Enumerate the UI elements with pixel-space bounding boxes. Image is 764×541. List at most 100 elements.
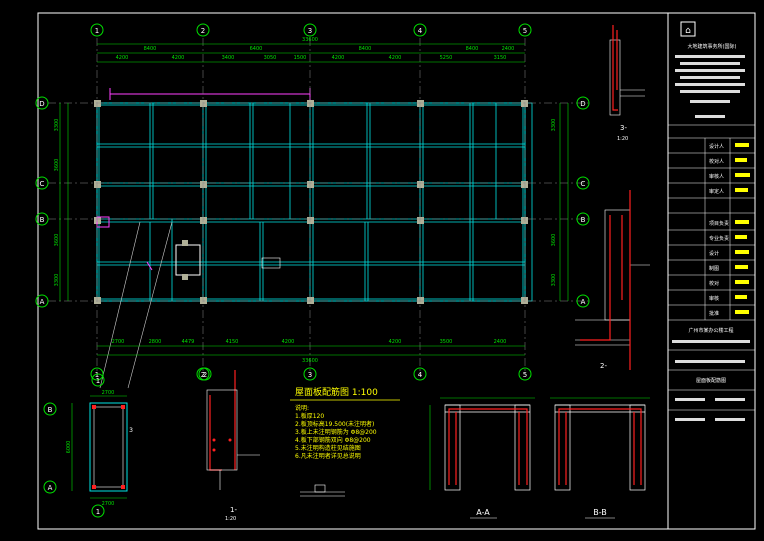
top-dim-4: 8400: [466, 46, 479, 52]
column-markers: [94, 100, 528, 304]
section-3-detail: 3- 1:20: [609, 25, 645, 142]
detail-col-1-bottom: 1: [96, 508, 100, 516]
top-sub-dim: 4200: [389, 55, 402, 61]
tb-row: 审核: [709, 295, 719, 302]
sheet-title: 屋面板配筋图: [696, 377, 726, 384]
section-aa-detail: A-A: [429, 397, 535, 519]
grid-col-1-bottom: 1: [95, 371, 99, 379]
top-sub-dim: 3150: [494, 55, 507, 61]
section-bb-label: B-B: [593, 508, 607, 517]
company-name: 大地建筑事务所(国际): [688, 43, 737, 50]
left-dim: 3300: [54, 274, 60, 287]
top-sub-dim: 1500: [294, 55, 307, 61]
roof-slab-plan: 8400 6400 8400 8400 2400 33600 4200 4200…: [35, 23, 590, 389]
section-1-scale: 1:20: [225, 516, 236, 522]
col-detail-width-bottom: 2700: [102, 501, 115, 507]
grid-row-b-right: B: [581, 216, 586, 224]
detail-row-a: A: [48, 484, 53, 492]
section-bb-detail: B-B: [550, 397, 650, 519]
right-dim: 3300: [551, 274, 557, 287]
note-line: 6.凡未注明者详见总说明: [295, 452, 361, 460]
col-detail-height: 6000: [66, 441, 72, 454]
tb-row: 审核人: [709, 173, 724, 180]
section-1-label: 1-: [230, 506, 237, 514]
grid-row-c-right: C: [581, 180, 586, 188]
grid-col-5-bottom: 5: [523, 371, 527, 379]
right-dim: 3600: [551, 234, 557, 247]
note-line: 4.板下部钢筋双向 Φ8@200: [295, 436, 371, 444]
top-sub-dim: 4200: [172, 55, 185, 61]
note-line: 5.未注明构造柱见结施图: [295, 444, 361, 452]
grid-col-4-bottom: 4: [418, 371, 423, 379]
left-dim: 3300: [54, 119, 60, 132]
tb-row: 校对: [709, 280, 719, 287]
detail-label: 3: [129, 427, 133, 434]
note-line: 说明:: [295, 404, 309, 412]
grid-row-d-right: D: [580, 100, 585, 108]
bottom-dim: 3500: [440, 339, 453, 345]
left-dim: 3600: [54, 159, 60, 172]
plan-notes: 屋面板配筋图 1:100 说明: 1.板厚120 2.板顶标高19.500(未注…: [290, 386, 400, 497]
top-sub-dim: 5250: [440, 55, 453, 61]
grid-row-a: A: [40, 298, 45, 306]
grid-col-1: 1: [95, 27, 99, 35]
tb-row: 审定人: [709, 188, 724, 195]
top-sub-dim: 3400: [222, 55, 235, 61]
note-line: 2.板顶标高19.500(未注明者): [295, 420, 374, 428]
grid-col-3: 3: [308, 27, 312, 35]
grid-col-2: 2: [201, 27, 205, 35]
title-block: ⌂ 大地建筑事务所(国际): [668, 21, 755, 421]
top-dim-3: 8400: [359, 46, 372, 52]
bottom-dim: 4479: [182, 339, 195, 345]
section-2-detail: 2-: [575, 190, 650, 370]
bottom-dim: 2700: [112, 339, 125, 345]
top-dim-5: 2400: [502, 46, 515, 52]
overall-dim-bottom: 33600: [302, 358, 318, 364]
top-sub-dim: 4200: [116, 55, 129, 61]
right-dim: 3300: [551, 119, 557, 132]
section-1-detail: 2 1- 1:20: [198, 367, 260, 522]
overall-dim-top: 33600: [302, 37, 318, 43]
tb-row: 设计: [709, 250, 719, 257]
bottom-dim: 4200: [282, 339, 295, 345]
top-sub-dim: 3050: [264, 55, 277, 61]
bottom-dim: 2800: [149, 339, 162, 345]
grid-row-d: D: [39, 100, 44, 108]
bottom-dim: 4150: [226, 339, 239, 345]
note-line: 1.板厚120: [295, 412, 324, 420]
top-sub-dim: 4200: [332, 55, 345, 61]
section-2-label: 2-: [600, 362, 607, 370]
company-logo-icon: ⌂: [685, 26, 691, 36]
project-name: 广州市某办公楼工程: [688, 327, 733, 334]
grid-row-c: C: [40, 180, 45, 188]
grid-col-4: 4: [418, 27, 423, 35]
sheet-frame: [37, 12, 756, 530]
tb-row: 设计人: [709, 143, 724, 150]
detail-col-1: 1: [96, 377, 100, 385]
note-line: 3.板上未注明钢筋为 Φ8@200: [295, 428, 377, 436]
tb-row: 校对人: [709, 158, 724, 165]
tb-row: 专业负责: [709, 235, 729, 242]
grid-row-b: B: [40, 216, 45, 224]
grid-col-2-bottom: 2: [201, 371, 205, 379]
tb-row: 批准: [709, 310, 719, 317]
col-detail-width: 2700: [102, 390, 115, 396]
section-3-scale: 1:20: [617, 136, 628, 142]
left-dim: 3600: [54, 234, 60, 247]
bottom-dim: 2400: [494, 339, 507, 345]
section-aa-label: A-A: [476, 508, 490, 517]
detail-row-b: B: [48, 406, 53, 414]
grid-row-a-right: A: [581, 298, 586, 306]
section-3-label: 3-: [620, 124, 627, 132]
tb-row: 制图: [709, 265, 719, 272]
sec1-grid: 2: [203, 371, 207, 379]
grid-col-3-bottom: 3: [308, 371, 312, 379]
top-dim-1: 8400: [144, 46, 157, 52]
plan-title: 屋面板配筋图 1:100: [295, 386, 378, 398]
column-detail: B A 1 1 3 2700 2700 6000: [43, 373, 133, 518]
tb-row: 项目负责: [709, 220, 729, 227]
grid-col-5: 5: [523, 27, 527, 35]
bottom-dim: 4200: [389, 339, 402, 345]
top-dim-2: 6400: [250, 46, 263, 52]
